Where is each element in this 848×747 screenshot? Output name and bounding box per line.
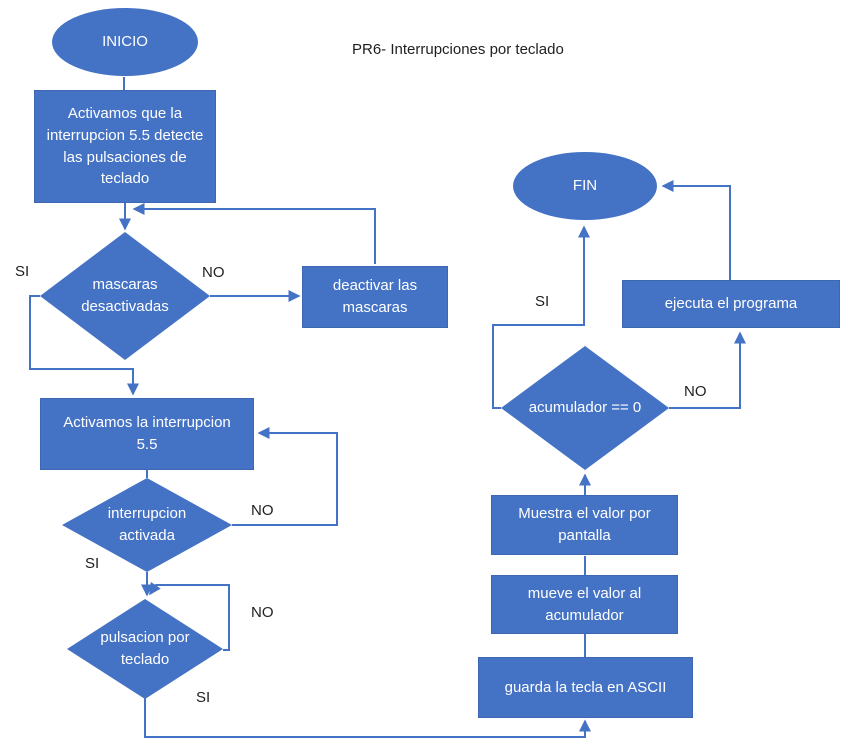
- branch-label-pulsacion-si: SI: [196, 689, 211, 706]
- process-ejecuta-programa: ejecuta el programa: [622, 280, 840, 328]
- process-deactivar-mascaras: deactivar las mascaras: [302, 266, 448, 328]
- decision-mascaras-desactivadas-label: mascaras desactivadas: [81, 276, 169, 315]
- edge-deactivar-feedback-to-mascaras: [132, 203, 376, 264]
- branch-label-mascaras-no: NO: [202, 264, 225, 281]
- process-activar-deteccion: Activamos que la interrupcion 5.5 detect…: [34, 90, 216, 203]
- branch-label-mascaras-si: SI: [15, 263, 30, 280]
- process-muestra-valor: Muestra el valor por pantalla: [491, 495, 678, 555]
- process-guarda-tecla: guarda la tecla en ASCII: [478, 657, 693, 718]
- process-mueve-valor: mueve el valor al acumulador: [491, 575, 678, 634]
- decision-mascaras-desactivadas: mascaras desactivadas: [40, 232, 210, 360]
- decision-pulsacion-teclado-label: pulsacion por teclado: [100, 629, 190, 668]
- start-terminator-label: INICIO: [102, 33, 148, 51]
- branch-label-pulsacion-no: NO: [251, 604, 274, 621]
- branch-label-acumulador-no: NO: [684, 383, 707, 400]
- start-terminator: INICIO: [52, 8, 198, 76]
- branch-label-interrupcion-no: NO: [251, 502, 274, 519]
- process-muestra-valor-label: Muestra el valor por pantalla: [518, 505, 651, 544]
- process-deactivar-mascaras-label: deactivar las mascaras: [332, 277, 418, 316]
- process-activar-interrupcion-label: Activamos la interrupcion 5.5: [63, 414, 231, 453]
- decision-pulsacion-teclado: pulsacion por teclado: [67, 599, 223, 699]
- process-activar-interrupcion: Activamos la interrupcion 5.5: [40, 398, 254, 470]
- end-terminator: FIN: [513, 152, 657, 220]
- process-guarda-tecla-label: guarda la tecla en ASCII: [504, 678, 667, 696]
- end-terminator-label: FIN: [572, 177, 598, 195]
- decision-interrupcion-activada-label: interrupcion activada: [107, 505, 187, 544]
- process-ejecuta-programa-label: ejecuta el programa: [664, 295, 798, 313]
- process-activar-deteccion-label: Activamos que la interrupcion 5.5 detect…: [46, 105, 204, 188]
- edge-ejecuta-to-fin: [661, 180, 731, 280]
- decision-acumulador-cero-label: acumulador == 0: [528, 399, 642, 417]
- branch-label-interrupcion-si: SI: [85, 555, 100, 572]
- process-mueve-valor-label: mueve el valor al acumulador: [527, 584, 642, 624]
- decision-acumulador-cero: acumulador == 0: [501, 346, 669, 470]
- branch-label-acumulador-si: SI: [535, 293, 550, 310]
- diagram-title: PR6- Interrupciones por teclado: [352, 41, 564, 58]
